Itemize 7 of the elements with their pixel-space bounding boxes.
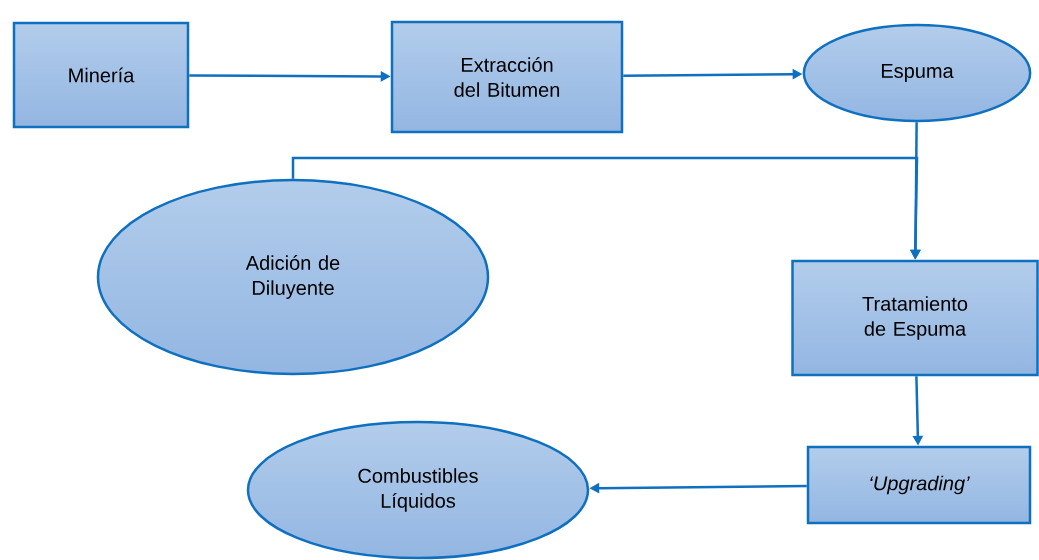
process-box: ‘Upgrading’ bbox=[806, 445, 1032, 525]
ellipse-node: Adición de Diluyente bbox=[96, 178, 490, 376]
process-box: Extracción del Bitumen bbox=[390, 20, 624, 134]
process-box: Tratamiento de Espuma bbox=[791, 259, 1039, 377]
ellipse-node: Espuma bbox=[802, 23, 1032, 123]
process-box: Minería bbox=[12, 21, 190, 129]
ellipse-node: Combustibles Líquidos bbox=[246, 420, 590, 560]
